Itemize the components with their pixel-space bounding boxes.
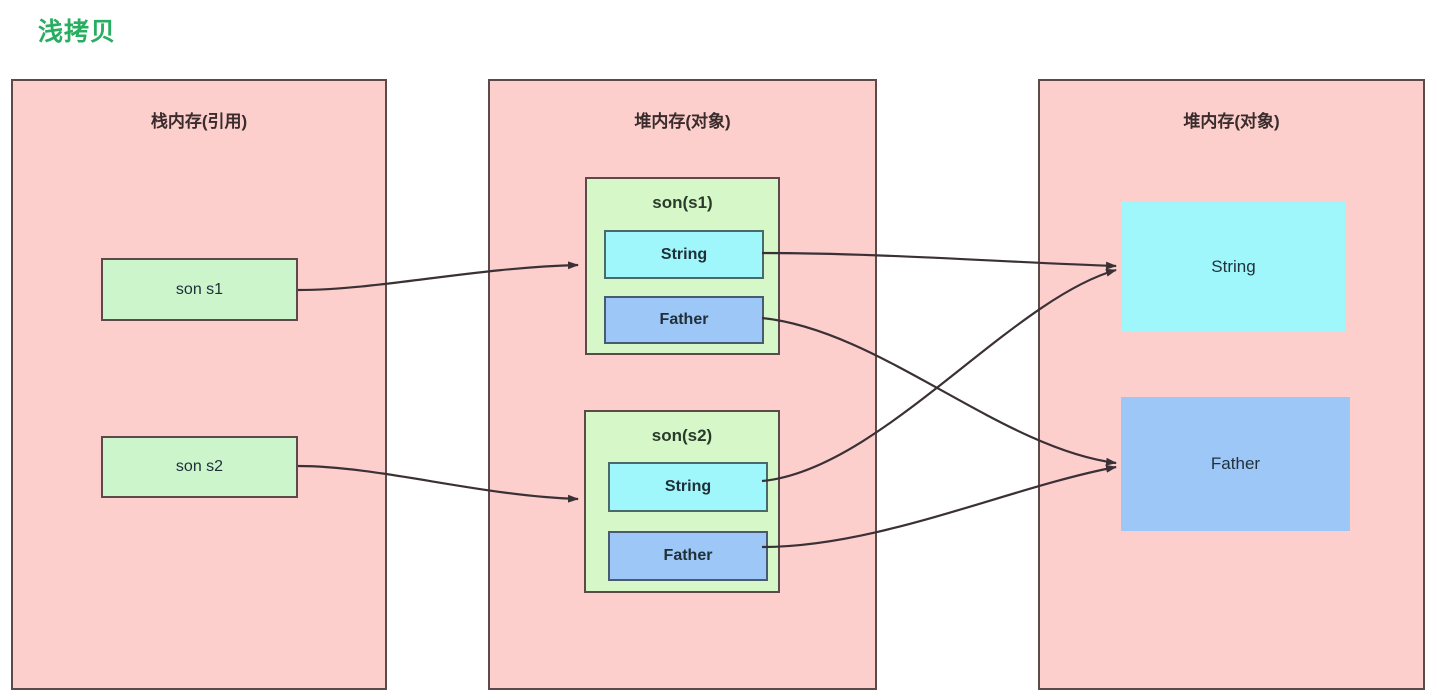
heap-object-son-s2[interactable]: son(s2) String Father (584, 410, 780, 593)
heap-object-son-s1-title: son(s1) (652, 193, 713, 212)
panel-heap-memory-objects-title: 堆内存(对象) (634, 112, 731, 131)
shared-object-father-label: Father (1210, 454, 1261, 473)
heap-object-son-s2-field-father-label: Father (663, 547, 713, 564)
heap-object-son-s1-field-string[interactable]: String (604, 230, 764, 279)
panel-stack-memory-title: 栈内存(引用) (150, 112, 248, 131)
panel-shared-heap-memory-title: 堆内存(对象) (1183, 112, 1280, 131)
panel-heap-memory-objects: 堆内存(对象) (488, 79, 877, 690)
heap-object-son-s1-field-string-label: String (660, 245, 708, 263)
heap-object-son-s2-field-string[interactable]: String (608, 462, 768, 512)
shared-object-father[interactable]: Father (1121, 397, 1350, 531)
heap-object-son-s2-field-string-label: String (664, 478, 712, 495)
shared-object-string[interactable]: String (1122, 202, 1345, 332)
heap-object-son-s1-field-father[interactable]: Father (604, 296, 764, 344)
panel-stack-memory: 栈内存(引用) (11, 79, 387, 690)
shared-object-string-label: String (1211, 257, 1256, 276)
panel-shared-heap-memory: 堆内存(对象) (1038, 79, 1425, 690)
heap-object-son-s1[interactable]: son(s1) String Father (585, 177, 780, 355)
heap-object-son-s2-title: son(s2) (651, 426, 713, 445)
stack-ref-son-s2-label: son s2 (175, 458, 224, 475)
stack-ref-son-s1[interactable]: son s1 (101, 258, 298, 321)
stack-ref-son-s1-label: son s1 (175, 280, 224, 298)
stack-ref-son-s2[interactable]: son s2 (101, 436, 298, 498)
heap-object-son-s1-field-father-label: Father (659, 311, 709, 328)
page-title: 浅拷贝 (38, 18, 117, 46)
heap-object-son-s2-field-father[interactable]: Father (608, 531, 768, 581)
